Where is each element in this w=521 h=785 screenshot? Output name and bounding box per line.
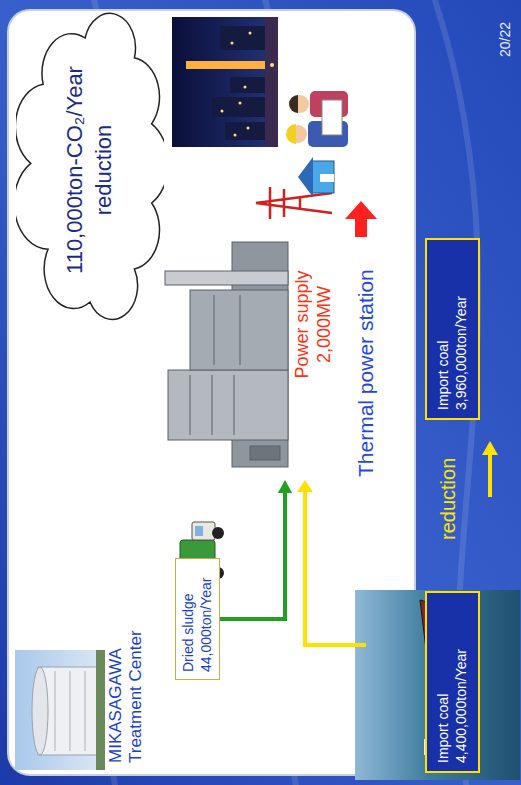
illustration-part xyxy=(286,124,296,144)
page-number: 20/22 xyxy=(497,22,514,57)
reduction-arrow xyxy=(482,441,498,497)
illustration-part xyxy=(221,110,224,113)
illustration-part xyxy=(312,161,334,193)
illustration-part xyxy=(190,290,288,370)
illustration-part xyxy=(172,17,278,147)
illustration-part xyxy=(305,492,366,645)
supply-arrow xyxy=(345,201,377,237)
node-text: Dried sludge 44,000ton/Year xyxy=(180,566,215,672)
illustration-part xyxy=(231,42,234,45)
reduction-label: reduction xyxy=(436,458,460,540)
illustration-part xyxy=(165,271,288,285)
illustration-part xyxy=(247,127,250,130)
illustration-part xyxy=(214,295,215,365)
illustration-part xyxy=(221,32,275,137)
arrow-line xyxy=(220,492,285,619)
illustration-part xyxy=(239,102,242,105)
node-text: Import coal 4,400,000ton/Year xyxy=(435,601,470,763)
coal-arrow xyxy=(297,480,366,645)
people-clipart xyxy=(286,91,348,147)
treatment-center-photo xyxy=(15,650,105,770)
illustration-part xyxy=(249,32,252,35)
illustration-part xyxy=(355,590,520,780)
flow-arrow xyxy=(220,480,292,619)
center-name: MIKASAGAWA Treatment Center xyxy=(106,608,147,763)
arrow-head xyxy=(278,480,292,493)
power-station: Thermal power station xyxy=(160,222,382,480)
illustration-part xyxy=(70,671,71,751)
illustration-part xyxy=(270,63,274,67)
thought-cloud: 110,000ton-CO₂/Year reduction xyxy=(16,5,164,335)
sludge-box: Dried sludge 44,000ton/Year xyxy=(175,558,220,680)
coal-box: Import coal 4,400,000ton/Year xyxy=(425,591,480,773)
cloud-shape xyxy=(16,13,164,319)
power-station-picture xyxy=(165,242,288,467)
ship-photo xyxy=(355,590,520,780)
illustration-part xyxy=(32,667,48,755)
illustration-part xyxy=(265,17,278,147)
illustration-part xyxy=(482,441,498,455)
illustration-part xyxy=(190,375,191,435)
illustration-part xyxy=(230,77,265,93)
illustration-part xyxy=(234,134,237,137)
illustration-part xyxy=(234,375,235,435)
illustration-part xyxy=(168,370,288,440)
illustration-part xyxy=(85,671,86,751)
illustration-part xyxy=(220,26,265,50)
illustration-part xyxy=(320,174,334,182)
illustration-part xyxy=(15,650,105,770)
node-text: 110,000ton-CO₂/Year reduction xyxy=(61,50,118,290)
illustration-part xyxy=(322,100,342,135)
illustration-part xyxy=(240,295,241,365)
illustration-part xyxy=(212,527,224,539)
illustration-part xyxy=(55,671,56,751)
coal-box: Import coal 3,960,000ton/Year xyxy=(425,238,480,420)
illustration-part xyxy=(212,97,265,117)
illustration-part xyxy=(212,375,213,435)
white-panel xyxy=(8,10,415,775)
illustration-part xyxy=(225,122,265,140)
illustration-part xyxy=(289,95,298,113)
illustration-part xyxy=(192,522,215,540)
illustration-part xyxy=(298,157,313,197)
node-text: Thermal power station xyxy=(353,269,378,477)
illustration-part xyxy=(488,455,492,497)
cloud-outline xyxy=(16,5,164,335)
supply-label: Power supply 2,000MW xyxy=(292,252,335,397)
illustration-part xyxy=(297,480,313,492)
illustration-part xyxy=(244,86,247,89)
illustration-part xyxy=(96,650,105,770)
pylon-and-house xyxy=(256,157,334,219)
illustration-part xyxy=(195,526,203,536)
illustration-part xyxy=(186,61,266,69)
illustration-part xyxy=(250,446,280,460)
node-text: Import coal 3,960,000ton/Year xyxy=(435,248,470,410)
city-night-photo xyxy=(172,17,278,147)
